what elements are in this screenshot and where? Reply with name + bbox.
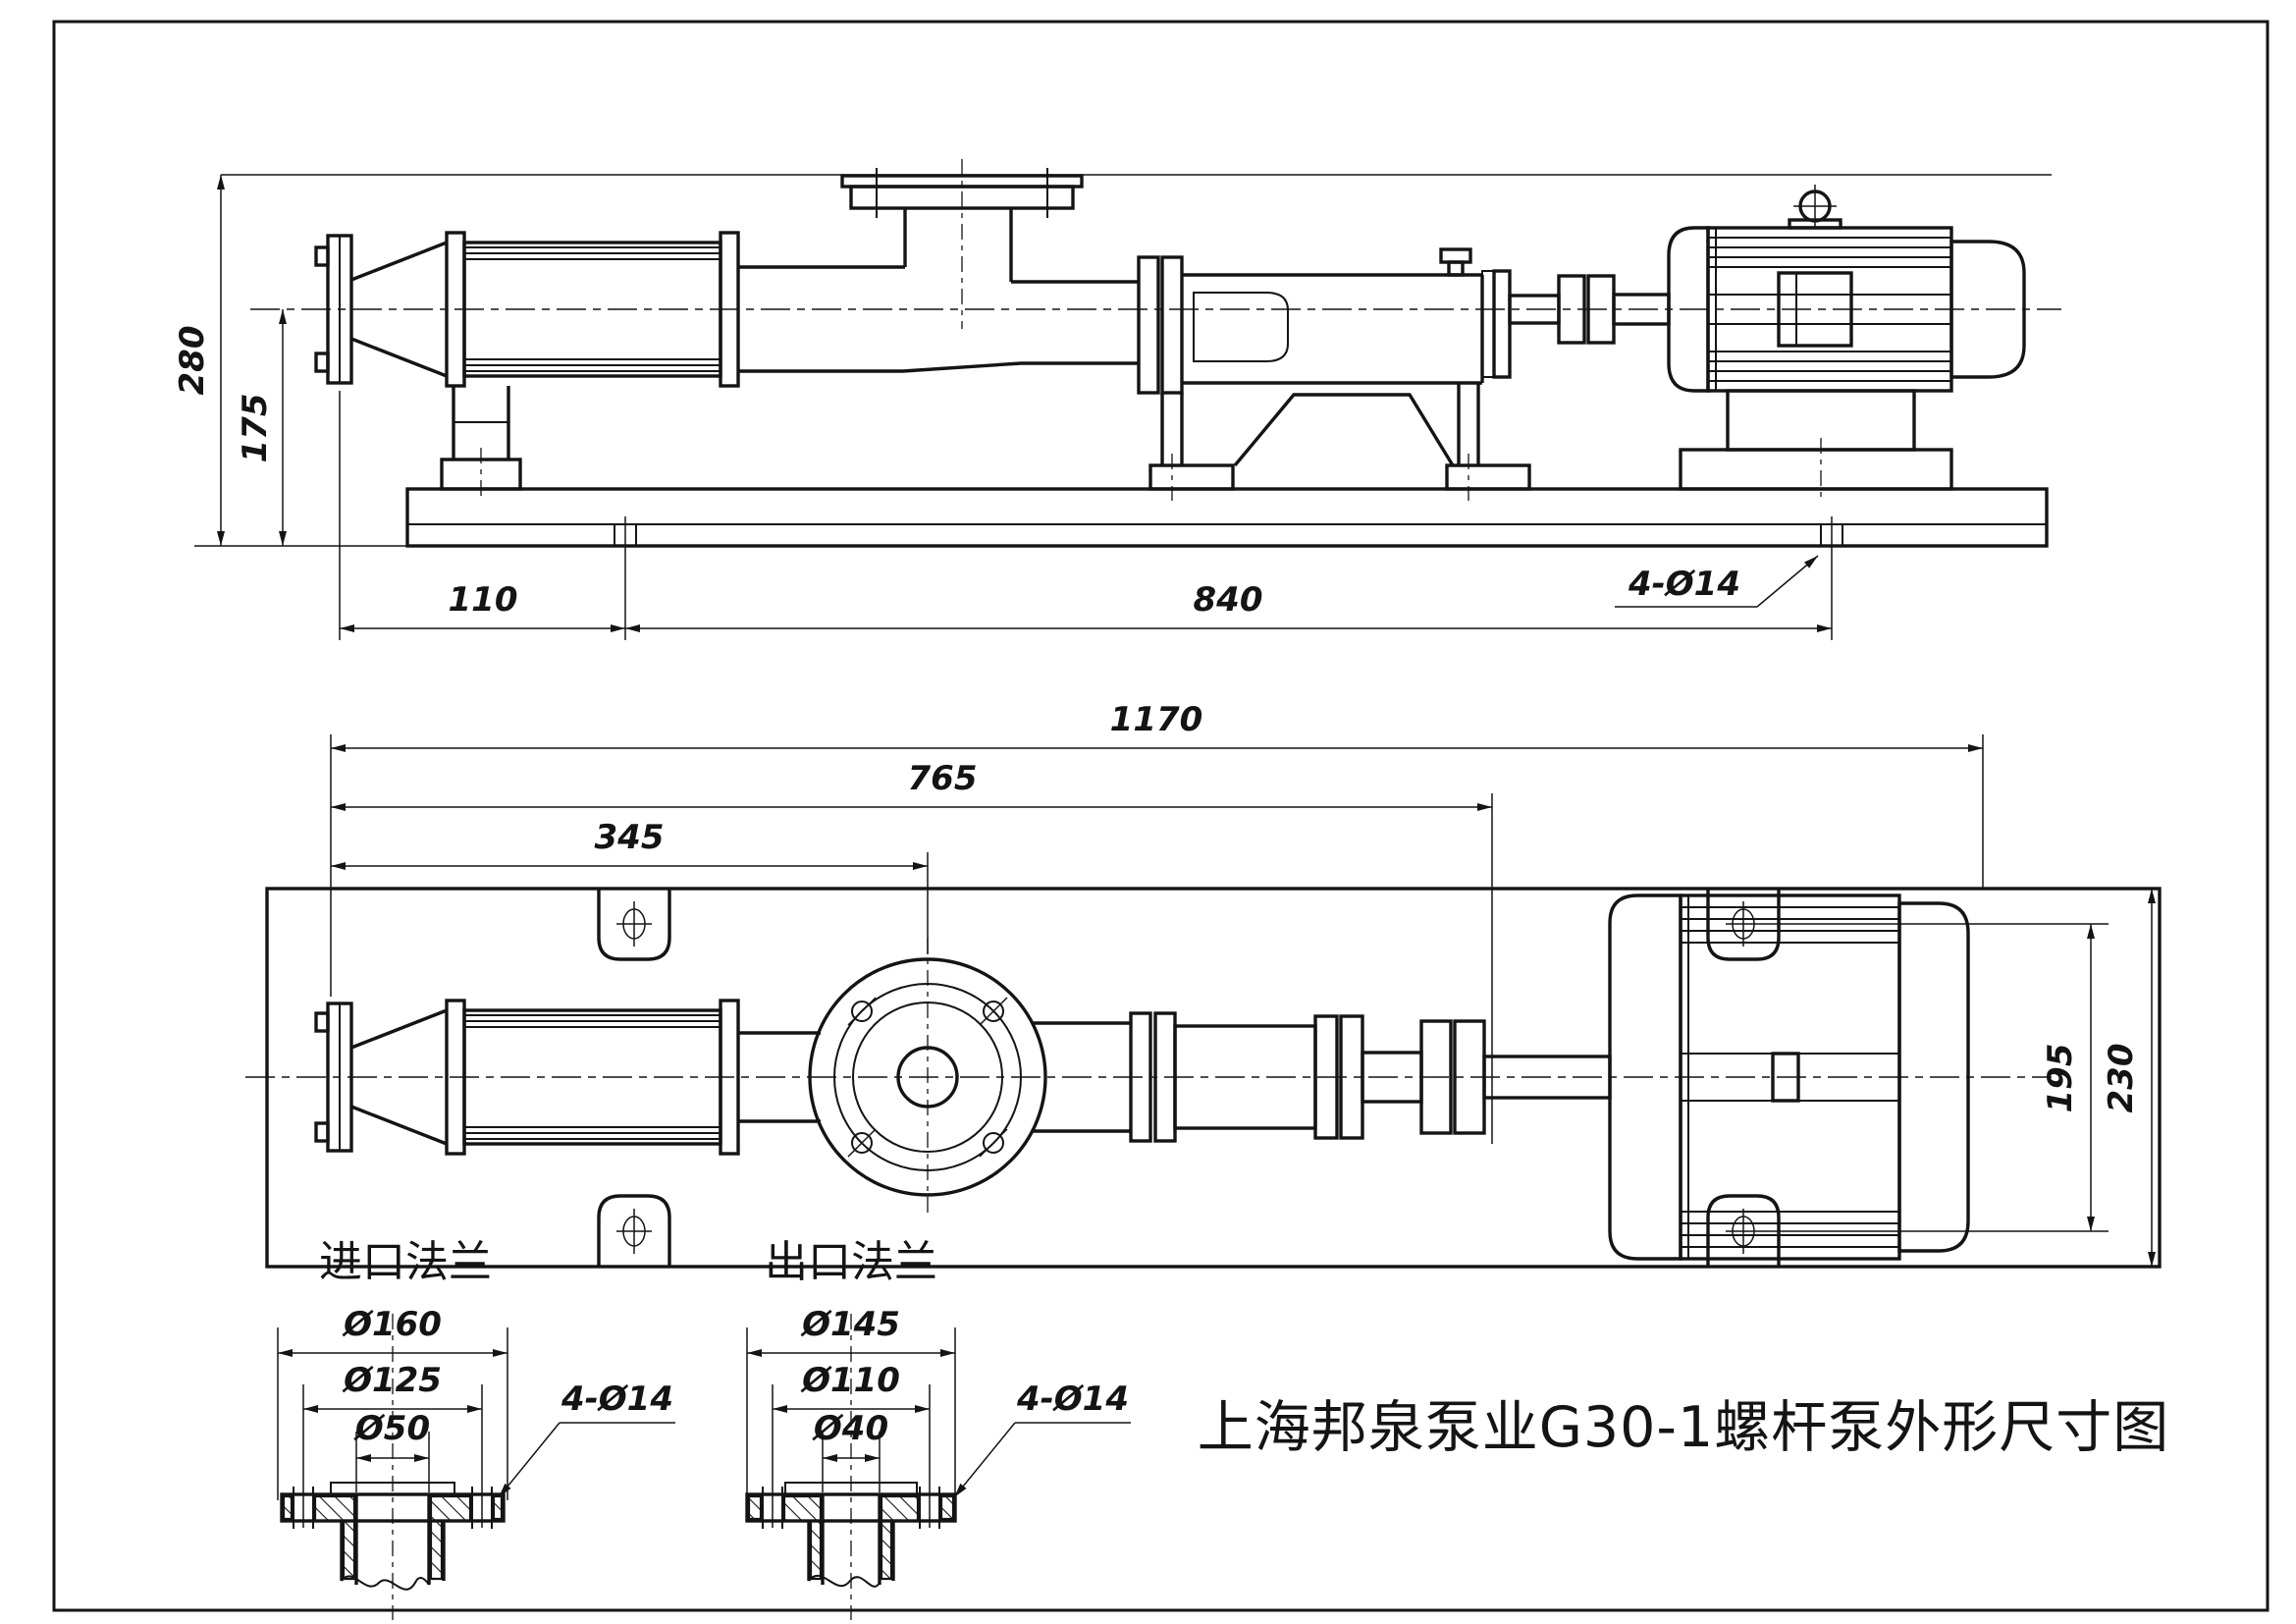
motor-plan: [1608, 893, 1970, 1261]
bearing-bracket-side: [1137, 247, 1531, 501]
discharge-body-side: [738, 159, 1139, 373]
shaft-coupling-side: [1481, 269, 1671, 379]
dim-110: 110: [449, 580, 518, 620]
inlet-flange-label: 进口法兰: [319, 1237, 492, 1287]
outlet-flange-section: [745, 1482, 957, 1588]
dim-od-145: Ø145: [800, 1305, 900, 1344]
suction-flange-side: [314, 234, 353, 385]
dim-bcd-125: Ø125: [342, 1361, 442, 1400]
dim-bore-40: Ø40: [812, 1409, 888, 1448]
inlet-flange-detail: 进口法兰 Ø160 Ø125 Ø50 4-Ø14: [277, 1237, 675, 1620]
baseplate-plan: [265, 887, 2162, 1269]
eyebolt-icon: [1788, 185, 1842, 230]
inlet-bolt-holes-label: 4-Ø14: [561, 1380, 673, 1419]
pump-barrel-side: [445, 231, 740, 388]
plan-view: 1170 765 345 195 230: [245, 700, 2162, 1269]
outlet-bolt-holes-label: 4-Ø14: [1016, 1380, 1129, 1419]
outlet-flange-label: 出口法兰: [765, 1237, 937, 1287]
motor-junction-box: [1777, 271, 1853, 348]
dim-bore-50: Ø50: [353, 1409, 430, 1448]
side-view-dimensions: 280 175 110 840 4-Ø14: [173, 174, 2052, 640]
dim-280: 280: [173, 326, 212, 396]
dim-345: 345: [595, 818, 665, 857]
pump-plan: [314, 999, 821, 1156]
inlet-flange-section: [280, 1482, 506, 1591]
discharge-flange-plan: [808, 938, 1131, 1218]
dim-175: 175: [236, 394, 275, 463]
dim-765: 765: [908, 759, 978, 798]
outlet-flange-detail: 出口法兰 Ø145 Ø110 Ø40 4-Ø14: [745, 1237, 1131, 1620]
front-support-foot-side: [440, 386, 522, 501]
dim-195: 195: [2041, 1044, 2080, 1113]
drawing-title: 上海邦泉泵业G30-1螺杆泵外形尺寸图: [1198, 1395, 2170, 1460]
plan-view-dimensions: 1170 765 345 195 230: [330, 700, 2156, 1267]
baseplate-side: [405, 487, 2049, 548]
side-elevation-view: 280 175 110 840 4-Ø14: [173, 159, 2061, 640]
sheet-border: [52, 20, 2269, 1612]
dim-bcd-110: Ø110: [800, 1361, 900, 1400]
suction-cone-side: [350, 241, 448, 378]
dim-840: 840: [1194, 580, 1263, 620]
label-base-holes: 4-Ø14: [1628, 565, 1740, 604]
dim-230: 230: [2102, 1044, 2141, 1113]
dim-od-160: Ø160: [342, 1305, 442, 1344]
dim-1170: 1170: [1110, 700, 1203, 739]
motor-side: [1667, 185, 2026, 499]
